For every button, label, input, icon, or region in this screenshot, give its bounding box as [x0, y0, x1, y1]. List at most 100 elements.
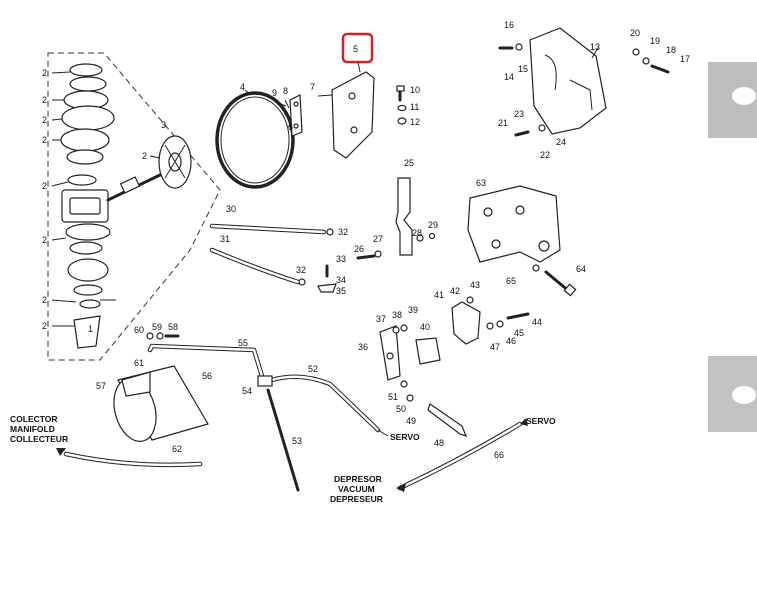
callout-44: 44 — [532, 317, 542, 327]
arrows — [56, 418, 528, 492]
callout-40: 40 — [420, 322, 430, 332]
callout-2: 2 — [42, 321, 47, 331]
callout-9: 9 — [272, 88, 277, 98]
callout-6: 6 — [288, 122, 293, 132]
callout-29: 29 — [428, 220, 438, 230]
callout-22: 22 — [540, 150, 550, 160]
callout-50: 50 — [396, 404, 406, 414]
callout-49: 49 — [406, 416, 416, 426]
vacuum-pump-group — [47, 52, 221, 361]
callout-51: 51 — [388, 392, 398, 402]
callout-3: 3 — [161, 120, 166, 130]
callout-2: 2 — [142, 151, 147, 161]
callout-54: 54 — [242, 386, 252, 396]
callout-57: 57 — [96, 381, 106, 391]
callout-2: 2 — [42, 135, 47, 145]
callout-17: 17 — [680, 54, 690, 64]
callout-63: 63 — [476, 178, 486, 188]
collector-label-en: MANIFOLD — [10, 424, 55, 434]
callout-34: 34 — [336, 275, 346, 285]
callout-numbers: 5 1 2 2 2 2 2 2 2 2 2 3 4 6 7 8 9 10 11 … — [42, 20, 690, 460]
callout-13: 13 — [590, 42, 600, 52]
callout-59: 59 — [152, 322, 162, 332]
callout-12: 12 — [410, 117, 420, 127]
callout-33: 33 — [336, 254, 346, 264]
callout-31: 31 — [220, 234, 230, 244]
callout-27: 27 — [373, 234, 383, 244]
callout-43: 43 — [470, 280, 480, 290]
hose-vacuum — [397, 421, 523, 491]
callout-18: 18 — [666, 45, 676, 55]
callout-2: 2 — [42, 115, 47, 125]
callout-30: 30 — [226, 204, 236, 214]
callout-38: 38 — [392, 310, 402, 320]
callout-47: 47 — [490, 342, 500, 352]
captions: COLECTOR MANIFOLD COLLECTEUR SERVO SERVO… — [10, 414, 556, 504]
callout-5: 5 — [353, 44, 358, 54]
callout-48: 48 — [434, 438, 444, 448]
callout-56: 56 — [202, 371, 212, 381]
vacuum-label-en: VACUUM — [338, 484, 375, 494]
callout-10: 10 — [410, 85, 420, 95]
callout-16: 16 — [504, 20, 514, 30]
callout-20: 20 — [630, 28, 640, 38]
callout-46: 46 — [506, 336, 516, 346]
callout-15: 15 — [518, 64, 528, 74]
callout-39: 39 — [408, 305, 418, 315]
servo-label-right: SERVO — [526, 416, 556, 426]
lower-brackets — [379, 296, 530, 437]
bracket-assembly — [275, 61, 407, 159]
callout-32: 32 — [338, 227, 348, 237]
callout-23: 23 — [514, 109, 524, 119]
callout-62: 62 — [172, 444, 182, 454]
callout-45: 45 — [514, 328, 524, 338]
callout-52: 52 — [308, 364, 318, 374]
callout-55: 55 — [238, 338, 248, 348]
collector-label-fr: COLLECTEUR — [10, 434, 68, 444]
callout-21: 21 — [498, 118, 508, 128]
callout-28: 28 — [412, 228, 422, 238]
callout-37: 37 — [376, 314, 386, 324]
callout-41: 41 — [434, 290, 444, 300]
link-bracket — [356, 177, 436, 260]
callout-26: 26 — [354, 244, 364, 254]
drive-belt — [215, 89, 295, 189]
callout-25: 25 — [404, 158, 414, 168]
callout-65: 65 — [506, 276, 516, 286]
hoses-upper — [209, 223, 337, 293]
upper-right-bracket — [498, 27, 670, 137]
highlight-box — [341, 32, 374, 64]
callout-2: 2 — [42, 181, 47, 191]
vacuum-label-es: DEPRESOR — [334, 474, 382, 484]
main-bracket — [467, 185, 577, 297]
callout-35: 35 — [336, 286, 346, 296]
callout-2: 2 — [42, 235, 47, 245]
callout-14: 14 — [504, 72, 514, 82]
vacuum-label-fr: DEPRESEUR — [330, 494, 383, 504]
callout-2: 2 — [42, 68, 47, 78]
collector-label-es: COLECTOR — [10, 414, 58, 424]
callout-11: 11 — [410, 102, 419, 112]
callout-7: 7 — [310, 82, 315, 92]
callout-60: 60 — [134, 325, 144, 335]
callout-58: 58 — [168, 322, 178, 332]
callout-53: 53 — [292, 436, 302, 446]
callout-32: 32 — [296, 265, 306, 275]
callout-4: 4 — [240, 82, 245, 92]
callout-1: 1 — [88, 324, 93, 334]
callout-24: 24 — [556, 137, 566, 147]
servo-label-left: SERVO — [390, 432, 420, 442]
callout-64: 64 — [576, 264, 586, 274]
callout-19: 19 — [650, 36, 660, 46]
callout-42: 42 — [450, 286, 460, 296]
scan-artifacts — [708, 62, 757, 432]
callout-36: 36 — [358, 342, 368, 352]
vacuum-tank — [63, 332, 381, 492]
callout-2: 2 — [42, 95, 47, 105]
callout-8: 8 — [283, 86, 288, 96]
callout-61: 61 — [134, 358, 144, 368]
callout-66: 66 — [494, 450, 504, 460]
callout-2: 2 — [42, 295, 47, 305]
